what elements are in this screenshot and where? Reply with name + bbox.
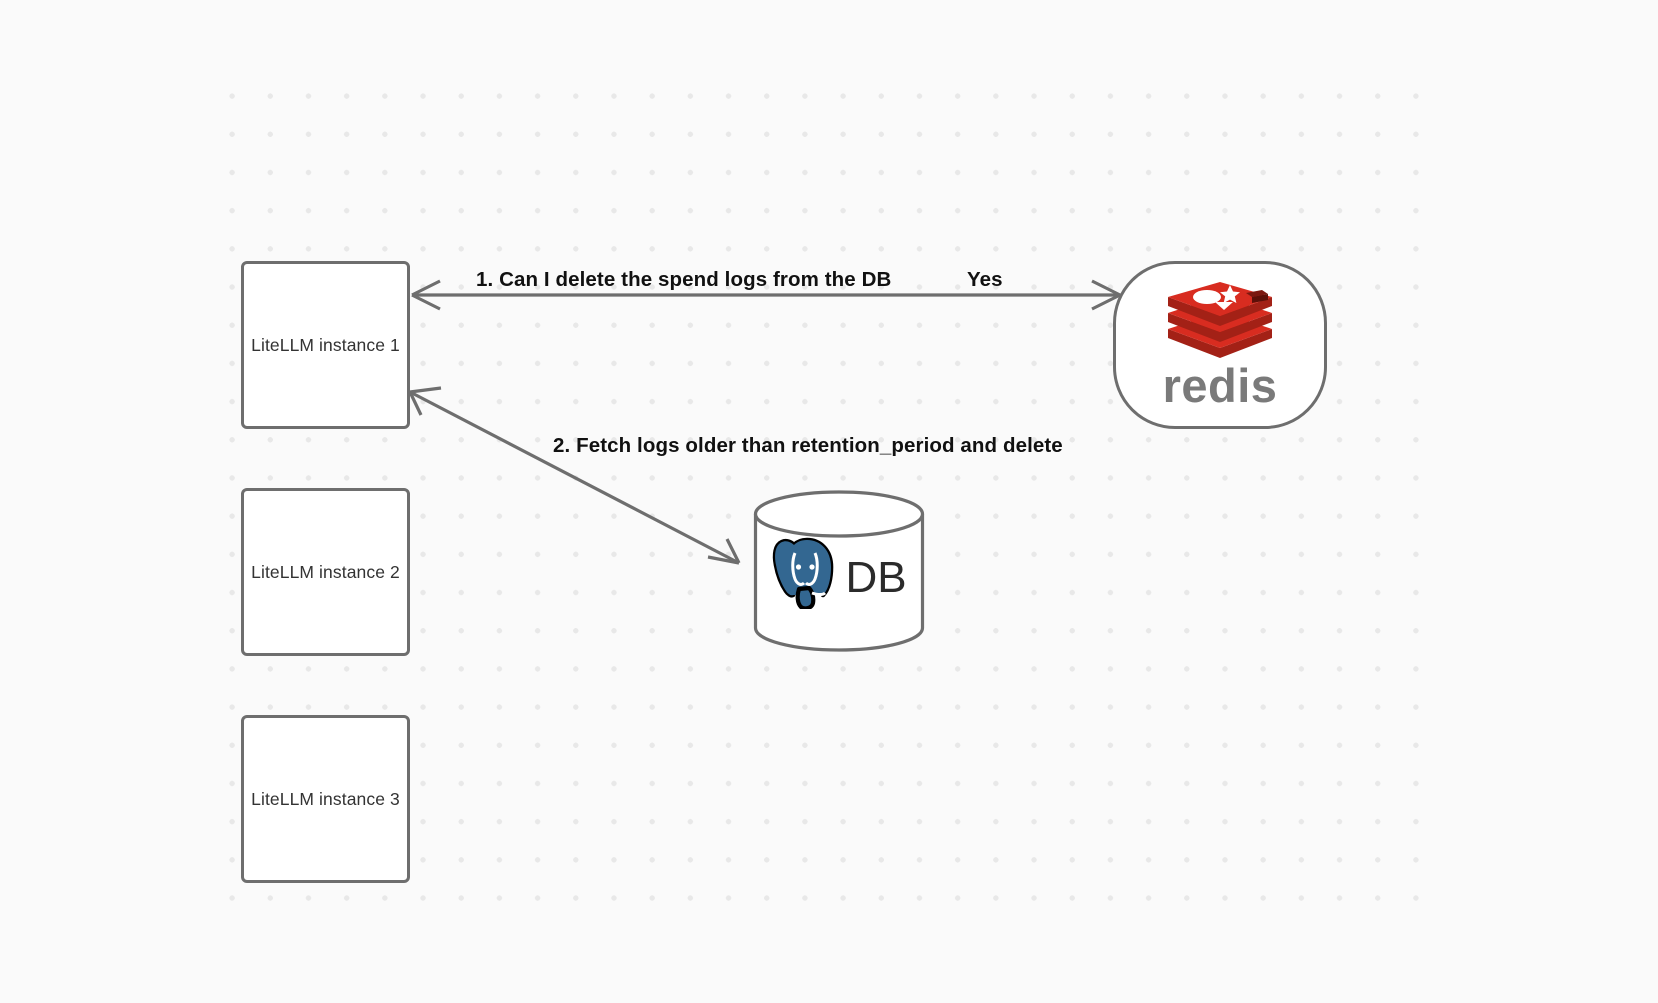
edge-redis-litellm1 xyxy=(411,279,1121,311)
node-database[interactable]: DB xyxy=(753,490,925,652)
redis-wordmark: redis xyxy=(1162,358,1278,412)
edge-label-1: 1. Can I delete the spend logs from the … xyxy=(476,268,892,291)
dot-grid-background xyxy=(208,72,1430,908)
redis-logo: redis xyxy=(1162,281,1278,412)
node-litellm-instance-1[interactable]: LiteLLM instance 1 xyxy=(241,261,410,429)
database-label: DB xyxy=(845,553,907,602)
postgresql-elephant-icon xyxy=(773,537,834,609)
redis-stack-icon xyxy=(1168,281,1272,358)
node-redis[interactable]: redis xyxy=(1113,261,1327,429)
edge-db-litellm1 xyxy=(408,386,741,565)
node-litellm-instance-3-label: LiteLLM instance 3 xyxy=(251,788,400,809)
node-litellm-instance-2-label: LiteLLM instance 2 xyxy=(251,561,400,582)
node-litellm-instance-2[interactable]: LiteLLM instance 2 xyxy=(241,488,410,656)
node-litellm-instance-1-label: LiteLLM instance 1 xyxy=(251,334,400,355)
node-litellm-instance-3[interactable]: LiteLLM instance 3 xyxy=(241,715,410,883)
edge-label-2: 2. Fetch logs older than retention_perio… xyxy=(553,434,1063,457)
edge-label-1-response: Yes xyxy=(967,268,1003,291)
